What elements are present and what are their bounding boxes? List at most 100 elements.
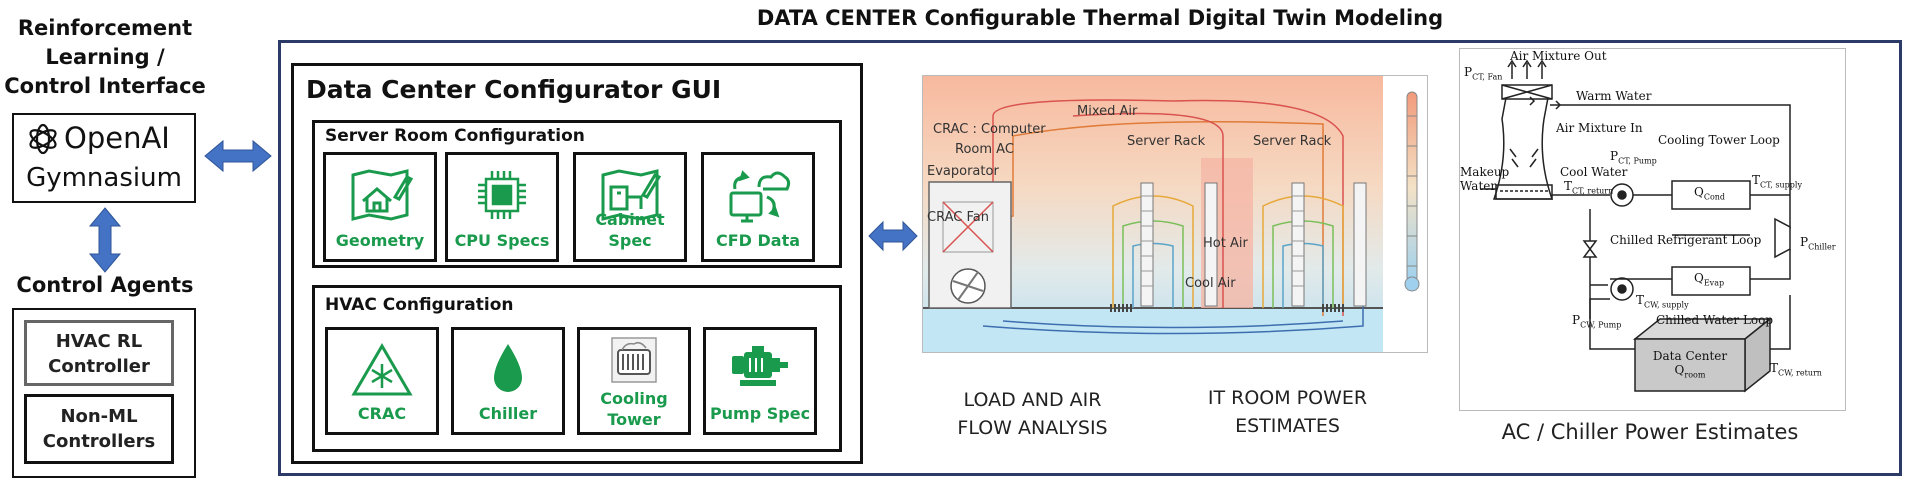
warm-water-label: Warm Water [1576, 89, 1652, 103]
hvac-heading: HVAC Configuration [325, 295, 514, 315]
symbol: P [1572, 313, 1581, 327]
agent-line: Non-ML [60, 406, 138, 427]
subscript: CT, supply [1760, 180, 1802, 190]
label-line: Cooling [600, 389, 668, 408]
openai-gymnasium-box[interactable]: OpenAI Gymnasium [12, 113, 196, 203]
crac-label-line: Room AC [955, 142, 1014, 157]
chiller-label: Chiller [478, 404, 538, 423]
subscript: CW, supply [1644, 300, 1689, 310]
chilled-water-loop-label: Chilled Water Loop [1656, 313, 1774, 327]
t-cw-supply-label: TCW, supply [1636, 293, 1689, 309]
digital-twin-frame [278, 40, 1902, 476]
server-rack-label: Server Rack [1253, 134, 1332, 149]
pump-spec-card[interactable]: Pump Spec [703, 327, 817, 435]
control-agents-box: HVAC RL Controller Non-ML Controllers [12, 308, 196, 478]
symbol: P [1464, 65, 1473, 79]
subscript: Cond [1703, 192, 1726, 202]
chiller-loop-svg [1480, 59, 1791, 393]
q-evap-label: QEvap [1694, 271, 1724, 287]
heading-line: Reinforcement [17, 16, 193, 40]
non-ml-controllers-box[interactable]: Non-ML Controllers [24, 394, 174, 464]
p-ct-fan-label: PCT, Fan [1464, 65, 1502, 81]
subscript: CW, Pump [1580, 320, 1622, 330]
caption-line: IT ROOM POWER [1207, 387, 1368, 409]
cooling-tower-icon [611, 337, 657, 383]
hvac-config-box: HVAC Configuration CRAC Chiller [312, 285, 842, 452]
chilled-refrigerant-loop-label: Chilled Refrigerant Loop [1610, 233, 1762, 247]
crac-label: CRAC : Computer Room AC [933, 120, 1046, 160]
pump-motor-icon [732, 346, 788, 386]
cabinet-spec-label: Cabinet Spec [595, 210, 665, 250]
symbol: Q [1694, 271, 1704, 285]
chiller-diagram: Air Mixture Out PCT, Fan Warm Water Air … [1459, 48, 1846, 411]
subscript: CW, return [1778, 368, 1822, 378]
heading-line: Control Interface [4, 74, 206, 98]
cool-water-label: Cool Water [1560, 165, 1628, 179]
subscript: CT, Fan [1472, 72, 1503, 82]
cfd-data-label: CFD Data [715, 231, 801, 250]
air-mixture-out-label: Air Mixture Out [1510, 49, 1607, 63]
subscript: CT, Pump [1618, 156, 1657, 166]
data-center-text: Data Center [1652, 349, 1728, 363]
geometry-label: Geometry [335, 231, 425, 250]
openai-label: OpenAI [64, 121, 170, 155]
caption-line: LOAD AND AIR [963, 389, 1102, 411]
subscript: room [1684, 370, 1706, 380]
load-flow-caption: LOAD AND AIR FLOW ANALYSIS [930, 386, 1135, 442]
caption-line: FLOW ANALYSIS [957, 417, 1108, 439]
air-mixture-in-label: Air Mixture In [1556, 121, 1643, 135]
cool-air-label: Cool Air [1185, 276, 1236, 291]
openai-logo-icon [25, 121, 61, 161]
crac-card[interactable]: CRAC [325, 327, 439, 435]
symbol: T [1752, 173, 1761, 187]
label-line: Water [1460, 179, 1497, 193]
agent-line: Controller [48, 356, 150, 377]
cfd-data-card[interactable]: CFD Data [701, 152, 815, 262]
t-ct-supply-label: TCT, supply [1752, 173, 1802, 189]
vertical-double-arrow-icon [88, 207, 122, 273]
label-line: Tower [607, 410, 661, 429]
chiller-card[interactable]: Chiller [451, 327, 565, 435]
t-cw-return-label: TCW, return [1770, 361, 1822, 377]
q-cond-label: QCond [1694, 185, 1725, 201]
cpu-specs-card[interactable]: CPU Specs [445, 152, 559, 262]
configurator-gui-box: Data Center Configurator GUI Server Room… [291, 63, 863, 464]
p-cw-pump-label: PCW, Pump [1572, 313, 1621, 329]
subscript: Evap [1703, 278, 1725, 288]
symbol: T [1636, 293, 1645, 307]
geometry-card[interactable]: Geometry [323, 152, 437, 262]
p-chiller-label: PChiller [1800, 235, 1836, 251]
cpu-chip-icon [478, 171, 526, 219]
cloud-computer-icon [729, 170, 791, 223]
rl-interface-heading: Reinforcement Learning / Control Interfa… [0, 14, 210, 101]
it-room-power-caption: IT ROOM POWER ESTIMATES [1185, 384, 1390, 440]
chiller-power-caption: AC / Chiller Power Estimates [1501, 420, 1799, 444]
agent-line: Controllers [42, 431, 156, 452]
pump-spec-label: Pump Spec [709, 404, 811, 423]
control-agents-heading: Control Agents [16, 273, 194, 297]
water-drop-icon [494, 344, 522, 392]
horizontal-double-arrow-icon [868, 220, 918, 252]
cooling-tower-card[interactable]: Cooling Tower [577, 327, 691, 435]
hvac-rl-controller-box[interactable]: HVAC RL Controller [24, 320, 174, 386]
page-title: DATA CENTER Configurable Thermal Digital… [756, 6, 1444, 30]
heading-line: Learning / [45, 45, 165, 69]
label-line: Makeup [1460, 165, 1510, 179]
symbol: T [1770, 361, 1779, 375]
makeup-water-label: Makeup Water [1460, 165, 1509, 193]
caption-line: ESTIMATES [1235, 415, 1340, 437]
cooling-tower-label: Cooling Tower [580, 388, 688, 430]
mixed-air-label: Mixed Air [1077, 104, 1138, 119]
gui-title: Data Center Configurator GUI [306, 75, 722, 104]
data-center-label: Data Center Qroom [1635, 349, 1745, 379]
crac-label-line: CRAC : Computer [933, 122, 1046, 137]
cabinet-spec-card[interactable]: Cabinet Spec [573, 152, 687, 262]
crac-fan-label: CRAC Fan [927, 210, 989, 225]
cfd-flow-svg [923, 76, 1420, 352]
snowflake-warning-icon [351, 343, 413, 396]
gymnasium-label: Gymnasium [26, 163, 182, 193]
server-room-heading: Server Room Configuration [325, 126, 585, 146]
subscript: CT, return [1572, 186, 1614, 196]
symbol: Q [1694, 185, 1704, 199]
house-blueprint-icon [351, 169, 413, 221]
